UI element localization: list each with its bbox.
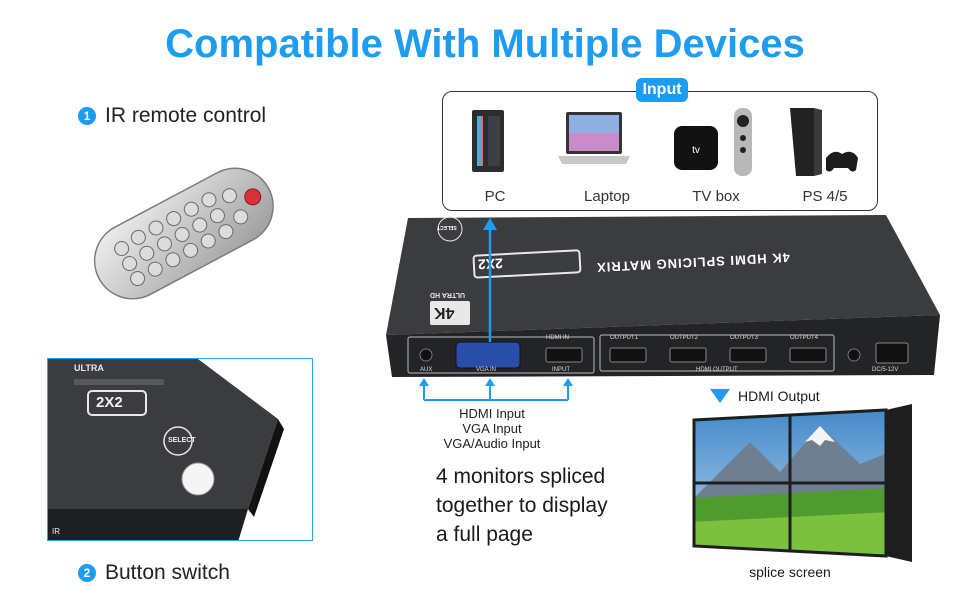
tv-box-icon: tv (674, 108, 752, 176)
device-label-tv-box: TV box (692, 188, 740, 205)
button-detail-photo: ULTRA 2X2 SELECT IR (47, 358, 313, 541)
matrix-device: SELECT 2X2 4K HDMI SPLICING MATRIX 4K UL… (386, 215, 946, 380)
laptop-icon (558, 112, 630, 164)
hdmi-output-label: HDMI Output (710, 388, 820, 404)
description-line: 4 monitors spliced (436, 465, 606, 488)
svg-text:tv: tv (692, 145, 700, 156)
port-label-hdmi-output: HDMI OUTPUT (696, 367, 738, 373)
input-captions: HDMI Input VGA Input VGA/Audio Input (412, 406, 572, 451)
description-line: a full page (436, 523, 533, 546)
connection-arrows (419, 218, 573, 401)
port-label-output1: OUTPUT1 (610, 335, 639, 341)
ultra-label: ULTRA (74, 363, 104, 373)
headline: Compatible With Multiple Devices (165, 22, 805, 66)
feature-ir-remote: 1 IR remote control (78, 104, 266, 128)
splice-screen-label: splice screen (749, 564, 831, 580)
port-label-output2: OUTPUT2 (670, 335, 699, 341)
device-label-laptop: Laptop (584, 188, 630, 205)
model-label: 2X2 (96, 394, 123, 411)
feature-number-badge: 1 (78, 107, 96, 125)
caption-hdmi-input: HDMI Input (459, 406, 525, 421)
feature-label: IR remote control (105, 104, 267, 127)
feature-button-switch: 2 Button switch (78, 561, 230, 585)
port-label-output3: OUTPUT3 (730, 335, 759, 341)
feature-label: Button switch (105, 561, 230, 584)
port-label-power: DC/5-12V (872, 367, 899, 373)
description-line: together to display (436, 494, 608, 517)
caption-vga-input: VGA Input (462, 421, 522, 436)
video-wall-illustration (692, 404, 912, 562)
ir-label: IR (52, 527, 60, 536)
port-label-hdmi-in: HDMI IN (546, 335, 569, 341)
ir-remote-icon (93, 167, 274, 300)
port-label-output4: OUTPUT4 (790, 335, 819, 341)
feature-number-badge: 2 (78, 564, 96, 582)
description: 4 monitors spliced together to display a… (436, 462, 608, 549)
port-label-input: INPUT (552, 367, 570, 373)
port-label-vga-in: VGA IN (476, 367, 497, 373)
device-label-ps: PS 4/5 (802, 188, 848, 205)
matrix-device-illustration (386, 215, 940, 377)
caption-vga-audio-input: VGA/Audio Input (443, 436, 541, 451)
select-label: SELECT (168, 437, 196, 444)
device-corner-illustration (48, 359, 284, 540)
hdmi-output-text: HDMI Output (738, 388, 820, 404)
device-label-pc: PC (484, 188, 506, 205)
input-tag: Input (636, 78, 688, 102)
arrow-down-icon (710, 389, 730, 403)
pc-tower-icon (472, 110, 504, 172)
port-label-aux: AUX (420, 367, 433, 373)
game-console-icon (790, 108, 858, 176)
